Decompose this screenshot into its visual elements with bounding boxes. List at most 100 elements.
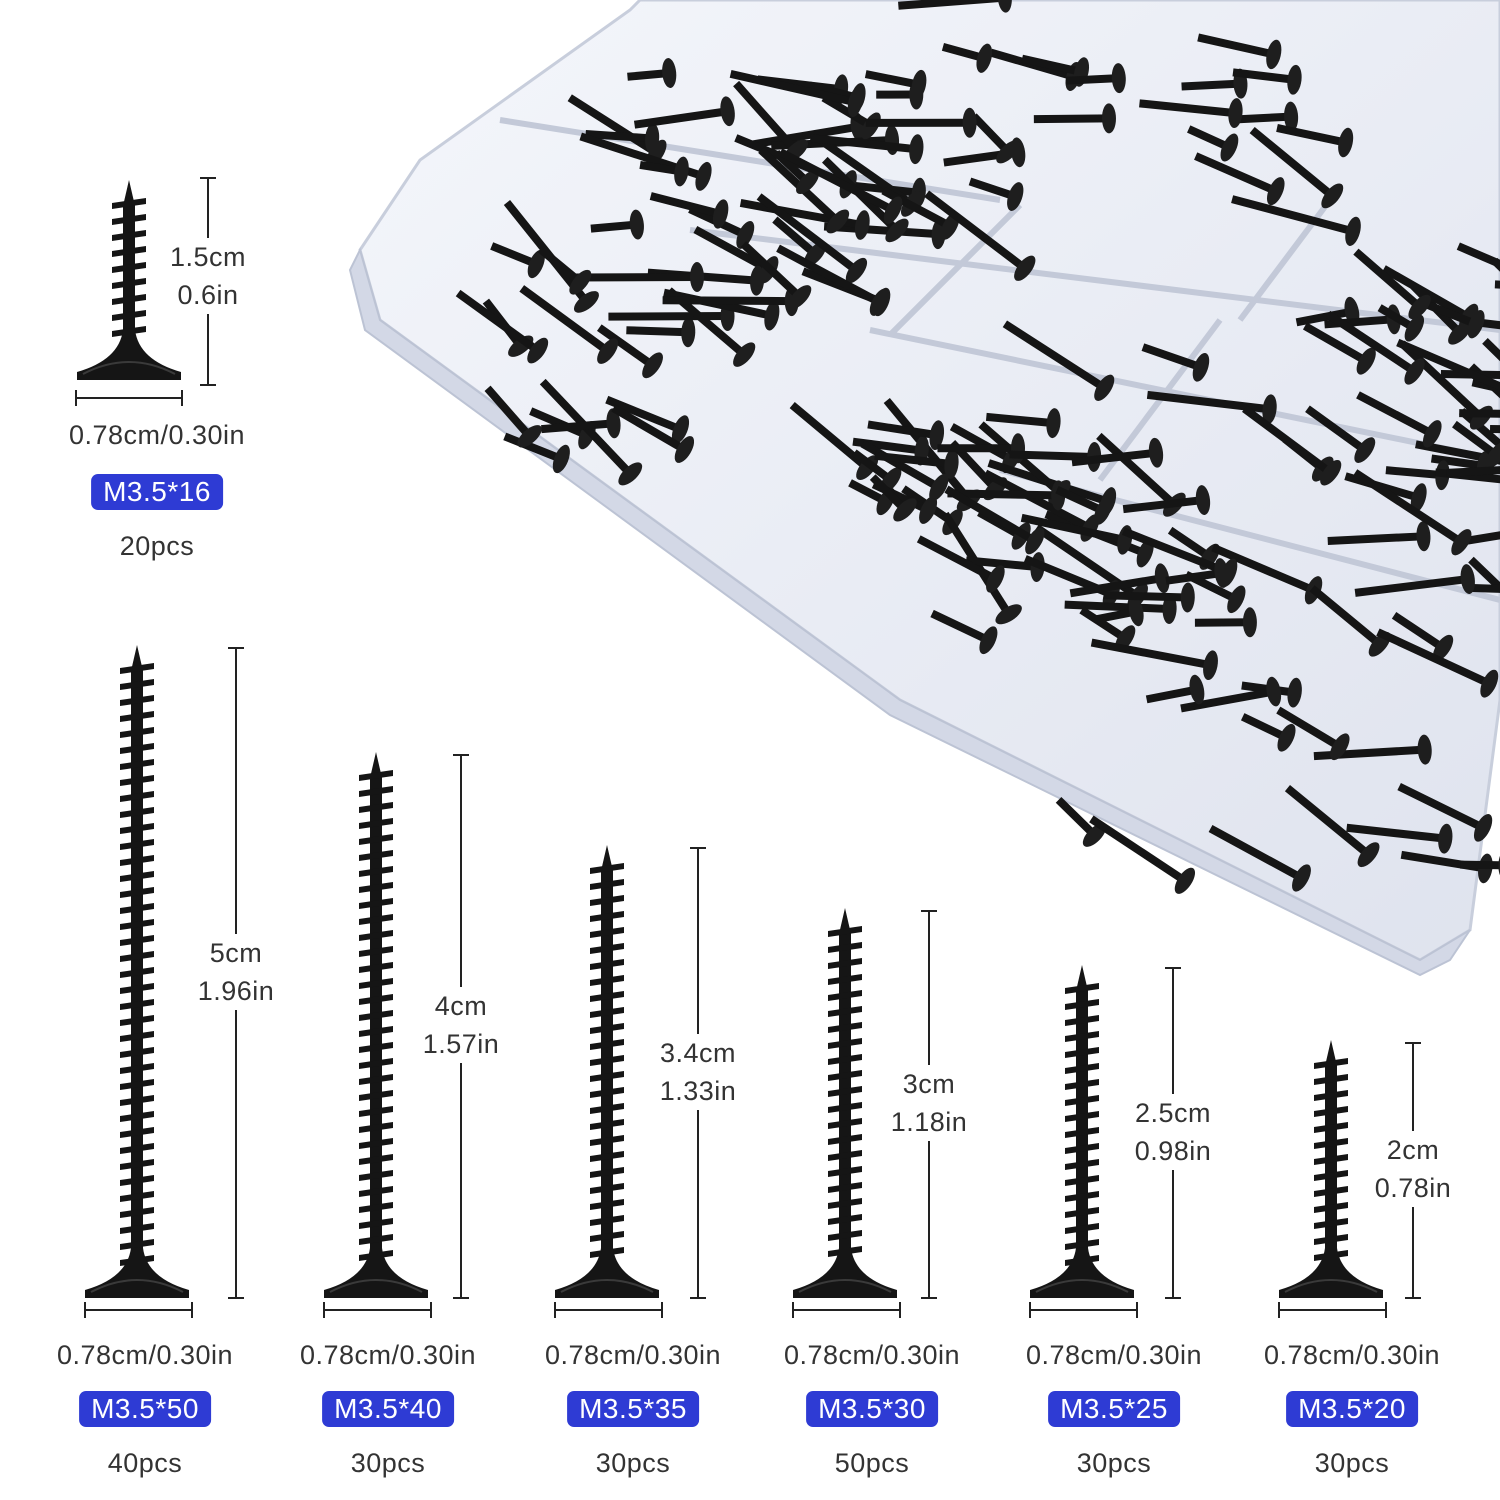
box-screw: [490, 242, 545, 279]
length-cm: 3cm: [902, 1069, 956, 1099]
box-screw: [776, 244, 889, 316]
box-screw: [1232, 64, 1302, 95]
box-screw: [596, 324, 663, 379]
top-qty-label: 20pcs: [119, 531, 195, 561]
box-screw: [1284, 785, 1380, 868]
size-badge-5: M3.5*25: [1048, 1391, 1180, 1427]
width-label-6: 0.78cm/0.30in: [1263, 1340, 1441, 1370]
length-in: 0.78in: [1374, 1173, 1452, 1203]
size-badge-6: M3.5*20: [1286, 1391, 1418, 1427]
length-label-4: 3cm 1.18in: [890, 1065, 968, 1141]
size-badge-4: M3.5*30: [806, 1391, 938, 1427]
box-screw: [1069, 563, 1170, 598]
box-screw: [541, 408, 621, 439]
size-badge-3: M3.5*35: [567, 1391, 699, 1427]
length-in: 1.18in: [890, 1107, 968, 1137]
box-screw: [1146, 390, 1277, 425]
box-screw: [1460, 522, 1500, 546]
box-screw: [970, 113, 1020, 164]
box-screw: [627, 58, 677, 88]
box-screw: [1240, 713, 1296, 752]
box-screw: [1397, 782, 1493, 842]
box-screw: [573, 262, 705, 293]
length-label-2: 4cm 1.57in: [422, 987, 500, 1063]
screw-3: [555, 845, 659, 1298]
box-screw: [455, 289, 549, 364]
box-screw: [789, 402, 879, 481]
box-screw: [1208, 825, 1311, 892]
box-screw: [1094, 596, 1144, 627]
box-screw: [1305, 405, 1376, 463]
box-screw: [1376, 628, 1499, 698]
box-screw: [1446, 462, 1500, 477]
box-screw: [778, 148, 903, 224]
width-dimension-4: [792, 1302, 901, 1318]
box-screw: [1194, 152, 1285, 206]
box-screw: [1472, 584, 1500, 594]
box-screw: [537, 246, 592, 295]
length-in: 1.33in: [659, 1075, 737, 1106]
size-badge-2: M3.5*40: [322, 1391, 454, 1427]
box-screw: [1346, 823, 1453, 854]
box-screw: [1197, 33, 1282, 70]
width-label-4: 0.78cm/0.30in: [783, 1340, 961, 1370]
width-label-1: 0.78cm/0.30in: [56, 1340, 234, 1370]
box-screw: [968, 177, 1024, 211]
box-screw: [773, 150, 819, 195]
box-screw: [1302, 322, 1376, 375]
box-screw: [1187, 125, 1239, 162]
box-screw: [1352, 469, 1472, 556]
box-screw: [985, 408, 1061, 439]
box-screw: [484, 385, 542, 448]
box-screw: [1276, 124, 1354, 158]
box-screw: [519, 285, 619, 364]
box-screw: [916, 535, 1005, 593]
box-screw: [740, 241, 812, 309]
length-in: 1.57in: [422, 1029, 500, 1059]
box-screw: [1103, 582, 1195, 613]
box-screw: [666, 287, 756, 367]
box-screw: [1482, 338, 1500, 399]
box-screw: [1180, 676, 1282, 713]
box-screw: [649, 192, 729, 229]
box-screw: [941, 43, 993, 73]
box-screw: [1141, 343, 1210, 382]
top-width-dimension: [75, 390, 183, 406]
box-screw: [756, 193, 868, 284]
top-length-in: 0.6in: [177, 280, 239, 310]
box-screw: [1090, 638, 1218, 681]
length-cm: 5cm: [209, 937, 263, 968]
box-screw: [626, 317, 696, 348]
box-screw: [1064, 594, 1177, 625]
box-screw: [1165, 558, 1229, 588]
box-screw: [605, 395, 690, 444]
box-screw: [1460, 850, 1500, 881]
width-label-3: 0.78cm/0.30in: [544, 1340, 722, 1370]
width-label-2: 0.78cm/0.30in: [299, 1340, 477, 1370]
box-screw: [1145, 674, 1205, 705]
width-dimension-3: [554, 1302, 663, 1318]
qty-label-4: 50pcs: [834, 1448, 910, 1478]
box-screw: [869, 474, 917, 522]
box-screw: [1356, 391, 1442, 448]
box-screw: [1391, 612, 1454, 661]
box-screw: [1452, 420, 1500, 468]
qty-label-3: 30pcs: [595, 1448, 671, 1478]
box-screw: [1055, 486, 1112, 525]
top-width-label: 0.78cm/0.30in: [68, 420, 246, 450]
box-screw: [1139, 98, 1243, 129]
width-dimension-2: [323, 1302, 432, 1318]
box-screw: [874, 449, 959, 479]
box-screw: [1065, 63, 1126, 94]
screw-5: [1030, 965, 1134, 1298]
screw-2: [324, 752, 428, 1298]
box-screw: [1122, 485, 1211, 515]
top-length-cm: 1.5cm: [169, 242, 247, 272]
size-badge-1: M3.5*50: [79, 1391, 211, 1427]
length-cm: 4cm: [434, 991, 488, 1021]
